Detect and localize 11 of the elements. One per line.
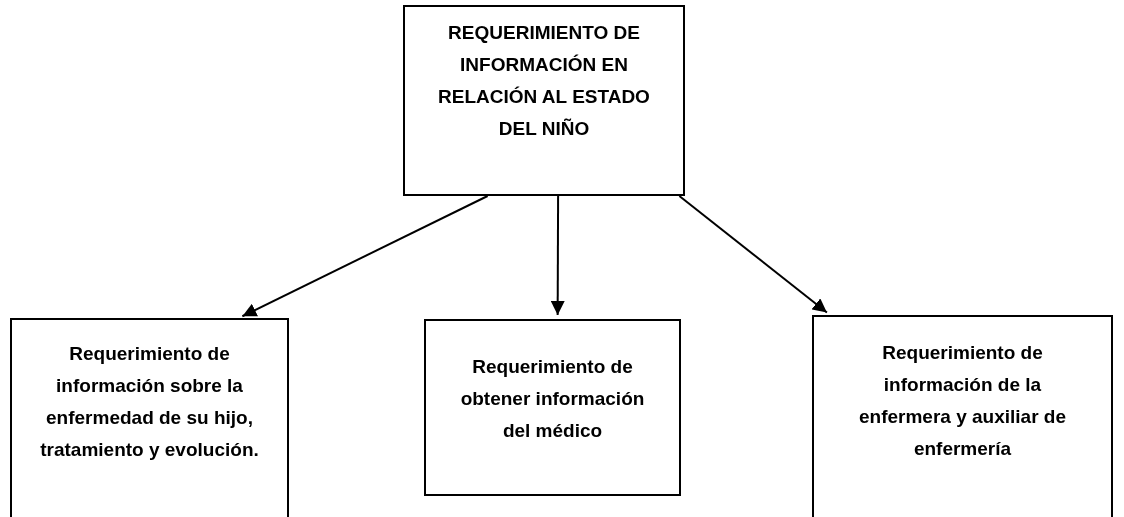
arrow — [678, 195, 828, 314]
box-text: REQUERIMIENTO DE INFORMACIÓN EN RELACIÓN AL ESTADO DEL NIÑO — [437, 21, 651, 141]
arrow — [550, 195, 565, 316]
box-text: Requerimiento de información sobre la enfermedad de su hijo, tratamiento y evolución. — [39, 342, 260, 462]
process-box — [403, 5, 685, 196]
process-box — [424, 319, 681, 496]
arrow — [241, 195, 489, 318]
process-box — [812, 315, 1113, 517]
box-text: Requerimiento de obtener información del médico — [459, 355, 646, 443]
process-box — [10, 318, 289, 517]
box-text: Requerimiento de información de la enfermera y auxiliar de enfermería — [858, 341, 1067, 461]
